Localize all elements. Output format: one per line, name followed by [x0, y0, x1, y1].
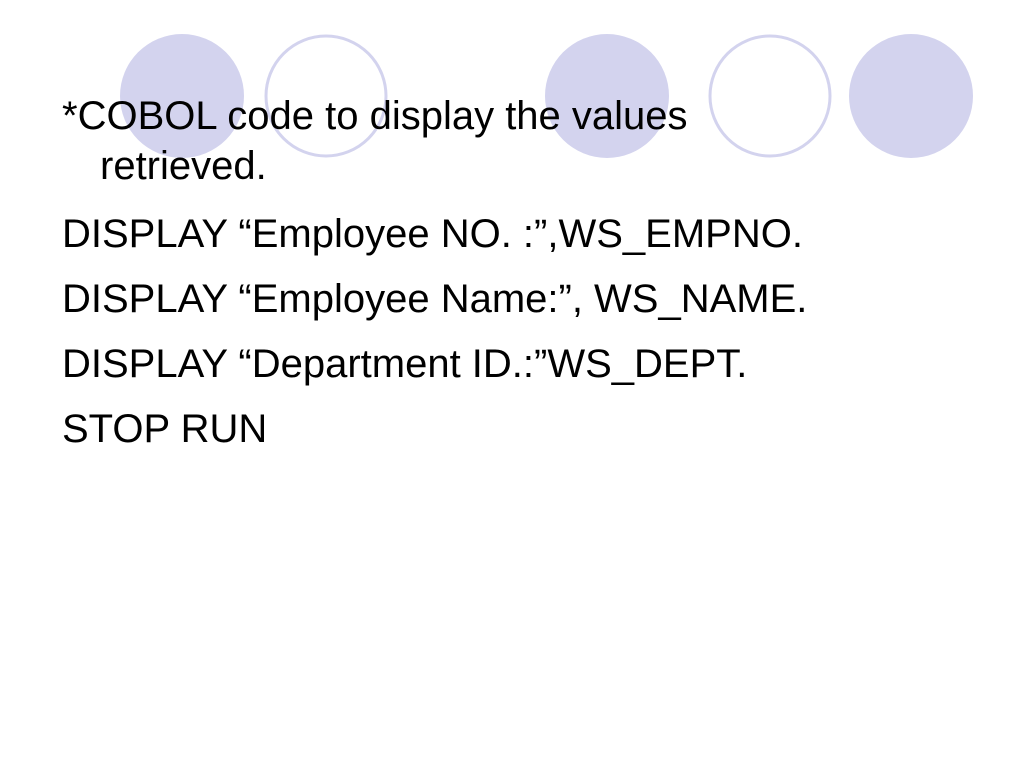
filled-circle [545, 34, 669, 158]
outline-circle [264, 34, 388, 158]
code-text: DISPLAY “Employee NO. :”,WS_EMPNO. [62, 212, 803, 256]
bullet-first-line: *COBOL code to display the values [62, 88, 962, 144]
filled-circle [120, 34, 244, 158]
filled-circle [849, 34, 973, 158]
code-line-3: DISPLAY “Department ID.:”WS_DEPT. [62, 341, 962, 387]
code-text: STOP RUN [62, 407, 268, 451]
bullet-text: COBOL code to display the values [77, 94, 688, 138]
code-line-4: STOP RUN [62, 406, 962, 452]
code-text: DISPLAY “Department ID.:”WS_DEPT. [62, 342, 748, 386]
bullet-paragraph: *COBOL code to display the values retrie… [62, 88, 962, 188]
bullet-continuation: retrieved. [100, 144, 267, 188]
asterisk-marker: * [62, 94, 78, 138]
code-text: DISPLAY “Employee Name:”, WS_NAME. [62, 277, 808, 321]
outline-circle [708, 34, 832, 158]
decorative-circles [120, 34, 973, 158]
code-line-1: DISPLAY “Employee NO. :”,WS_EMPNO. [62, 211, 962, 257]
slide-body: *COBOL code to display the values retrie… [62, 88, 962, 471]
code-line-2: DISPLAY “Employee Name:”, WS_NAME. [62, 276, 962, 322]
